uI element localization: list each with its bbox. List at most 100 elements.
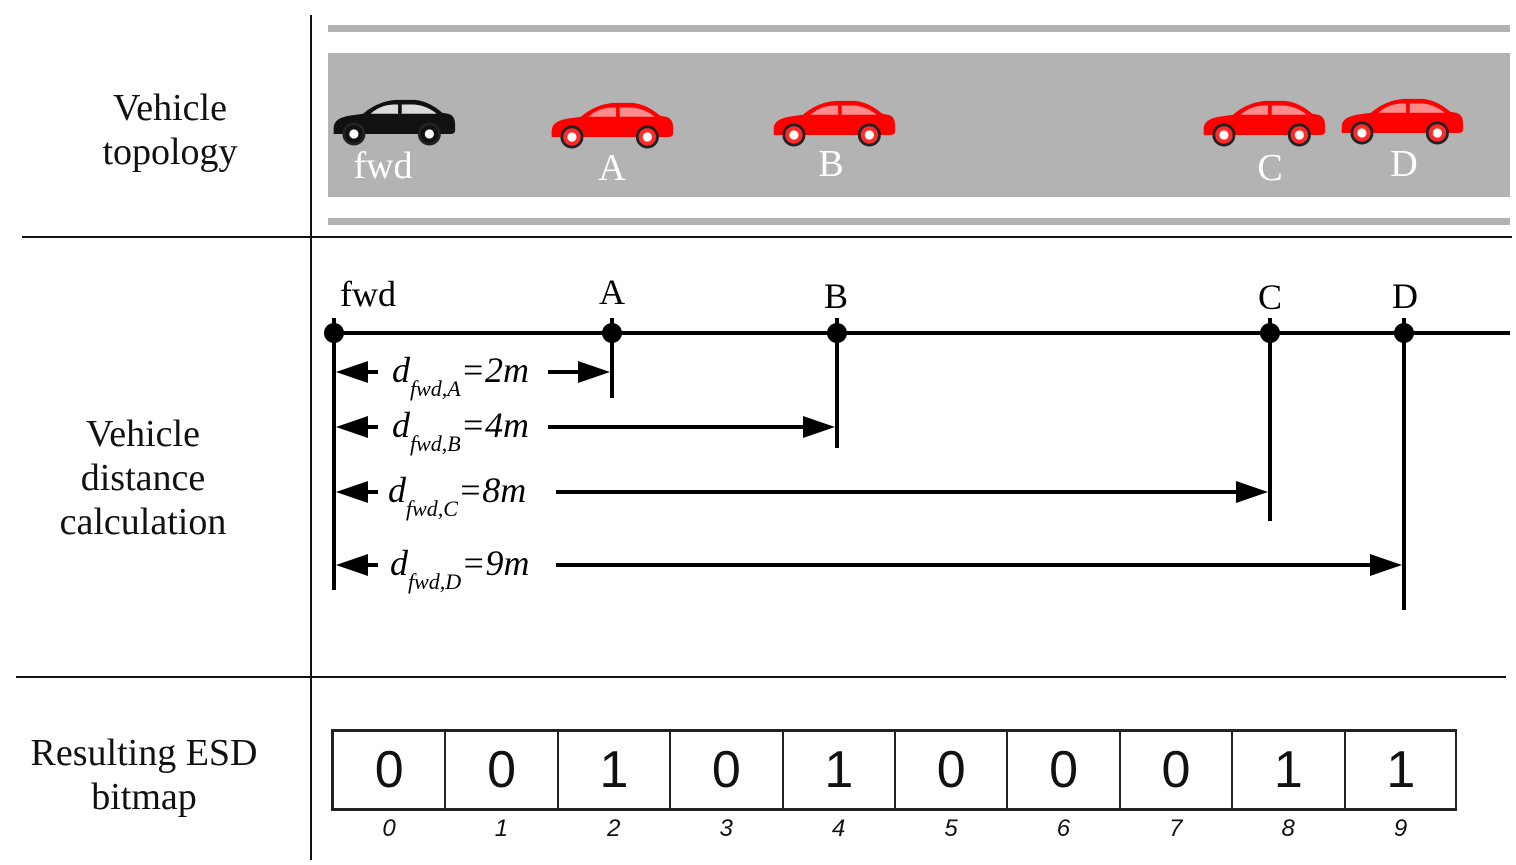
dist-right-head-2	[1236, 481, 1268, 503]
car-window-rear-C	[1271, 105, 1307, 115]
car-hub-C-1	[1294, 130, 1304, 140]
dist-label-sub-0: fwd,A	[410, 376, 461, 401]
row-divider-1	[22, 236, 1512, 238]
bitmap-cell-2: 1	[557, 731, 671, 809]
dist-left-head-0	[336, 361, 368, 383]
bitmap-cell-7: 0	[1119, 731, 1233, 809]
dist-label-main-2: d	[388, 470, 407, 510]
dist-label-main-3: d	[390, 543, 409, 583]
tick-dot-fwd	[324, 323, 344, 343]
dist-label-1: dfwd,B=4m	[392, 405, 529, 456]
car-fwd	[333, 99, 456, 146]
row-label-bitmap-line2: bitmap	[91, 776, 197, 818]
dist-right-head-3	[1370, 554, 1402, 576]
bitmap-cell-3: 0	[670, 731, 783, 809]
dist-label-value-0: =2m	[461, 350, 529, 390]
car-label-fwd: fwd	[353, 145, 412, 187]
bitmap-cell-0: 0	[333, 731, 446, 809]
row-label-distance-line3: calculation	[59, 501, 227, 543]
row-label-topology-line2: topology	[102, 131, 238, 173]
car-hub-fwd-1	[424, 129, 434, 139]
car-window-rear-D	[1409, 103, 1445, 113]
car-hub-A-1	[642, 132, 652, 142]
dist-left-head-2	[336, 481, 368, 503]
tick-dot-A	[602, 323, 622, 343]
dist-label-value-1: =4m	[461, 405, 529, 445]
dist-left-head-3	[336, 554, 368, 576]
car-hub-B-0	[789, 130, 799, 140]
dist-label-sub-2: fwd,C	[406, 496, 458, 521]
car-hub-fwd-0	[349, 129, 359, 139]
car-hub-B-1	[864, 130, 874, 140]
tick-label-C: C	[1258, 277, 1282, 317]
road-bottom-line	[328, 218, 1510, 225]
bitmap-index-9: 9	[1393, 815, 1408, 842]
dist-label-value-2: =8m	[458, 470, 526, 510]
bitmap-cell-8: 1	[1232, 731, 1345, 809]
bitmap-index-6: 6	[1056, 815, 1071, 842]
car-window-front-D	[1378, 103, 1407, 113]
car-C	[1203, 100, 1326, 147]
car-window-front-fwd	[370, 104, 399, 114]
tick-label-fwd: fwd	[340, 274, 396, 314]
cars-layer: fwd A B C D	[333, 98, 1464, 189]
timeline-layer: fwd A B C D	[324, 272, 1510, 610]
bitmap-index-3: 3	[719, 815, 733, 842]
bitmap-index-7: 7	[1169, 815, 1183, 842]
dist-label-main-0: d	[392, 350, 411, 390]
dist-label-main-1: d	[392, 405, 411, 445]
bitmap-index-4: 4	[831, 815, 846, 842]
car-window-rear-B	[841, 105, 877, 115]
dist-right-head-1	[803, 416, 835, 438]
bitmap-cell-6: 0	[1007, 731, 1120, 809]
road-surface	[328, 53, 1510, 197]
tick-dot-D	[1394, 323, 1414, 343]
road-top-line	[328, 25, 1510, 32]
tick-label-D: D	[1392, 276, 1418, 316]
bitmap-index-1: 1	[494, 815, 509, 842]
column-divider	[310, 15, 312, 860]
car-window-rear-fwd	[401, 104, 437, 114]
row-label-bitmap-line1: Resulting ESD	[30, 732, 258, 774]
row-divider-2	[16, 676, 1506, 678]
row-label-topology: Vehicle topology	[60, 86, 280, 174]
car-window-front-C	[1240, 105, 1269, 115]
car-label-A: A	[598, 147, 626, 189]
dist-label-2: dfwd,C=8m	[388, 470, 526, 521]
tick-dot-C	[1260, 323, 1280, 343]
car-window-front-B	[810, 105, 839, 115]
car-label-B: B	[818, 143, 843, 185]
bitmap-cell-9: 1	[1344, 731, 1457, 809]
dist-label-value-3: =9m	[461, 543, 529, 583]
dist-label-sub-1: fwd,B	[410, 431, 461, 456]
car-window-front-A	[588, 107, 617, 117]
bitmap-cell-1: 0	[445, 731, 558, 809]
dist-label-sub-3: fwd,D	[408, 569, 461, 594]
row-label-topology-line1: Vehicle	[113, 87, 227, 129]
car-B	[773, 100, 896, 147]
bitmap-cell-4: 1	[782, 731, 895, 809]
bitmap-index-8: 8	[1281, 815, 1295, 842]
dist-label-3: dfwd,D=9m	[390, 543, 529, 594]
car-label-C: C	[1257, 147, 1282, 189]
bitmap-index-2: 2	[607, 815, 621, 842]
tick-dot-B	[827, 323, 847, 343]
car-label-D: D	[1390, 143, 1417, 185]
bitmap-cell-5: 0	[895, 731, 1008, 809]
car-window-rear-A	[619, 107, 655, 117]
tick-label-A: A	[599, 272, 625, 312]
bitmap-index-0: 0	[382, 815, 396, 842]
dist-right-head-0	[578, 361, 610, 383]
row-label-distance: Vehicle distance calculation	[20, 412, 266, 544]
bitmap-index-5: 5	[944, 815, 958, 842]
car-hub-C-0	[1219, 130, 1229, 140]
dist-left-head-1	[336, 416, 368, 438]
car-hub-A-0	[567, 132, 577, 142]
car-A	[551, 102, 674, 149]
tick-label-B: B	[824, 276, 848, 316]
car-hub-D-0	[1357, 128, 1367, 138]
dist-label-0: dfwd,A=2m	[392, 350, 529, 401]
row-label-distance-line1: Vehicle	[86, 413, 200, 455]
